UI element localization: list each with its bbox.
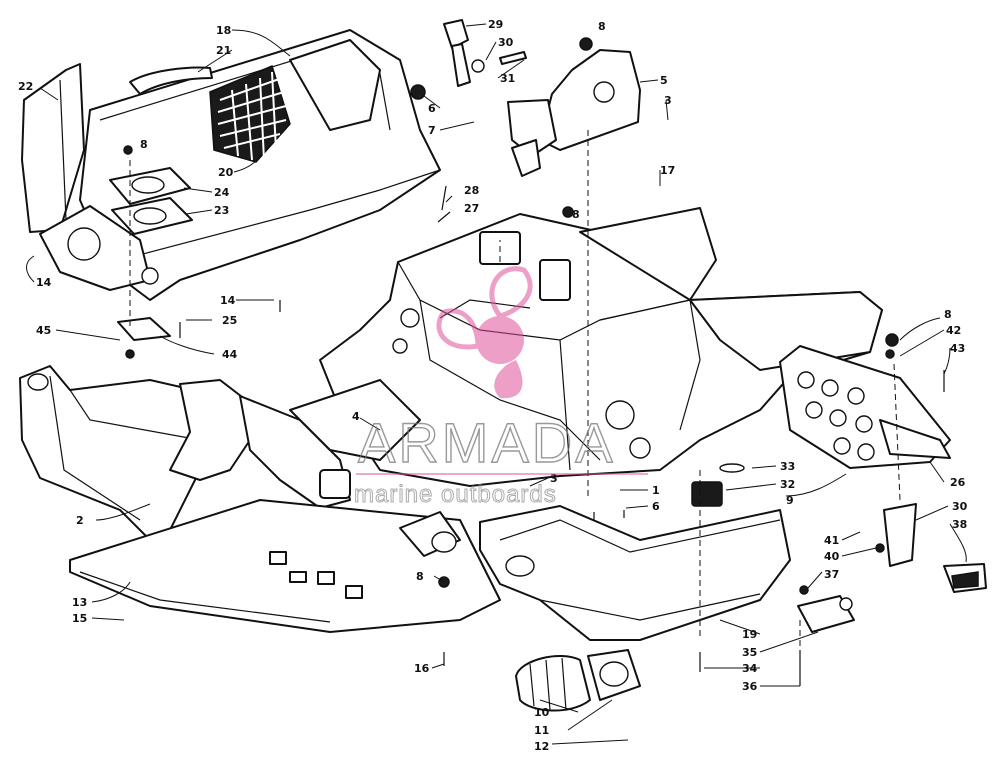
hood-latch [797, 595, 855, 633]
callout-42: 42 [946, 324, 961, 337]
callout-8: 8 [572, 208, 580, 221]
callout-9: 9 [786, 494, 794, 507]
mount-plate [117, 317, 171, 341]
axle-tube [399, 511, 461, 557]
callout-11: 11 [534, 724, 549, 737]
callout-31: 31 [500, 72, 515, 85]
upper-right-bracket [507, 49, 641, 177]
callout-3: 3 [664, 94, 672, 107]
callout-34: 34 [742, 662, 758, 675]
callout-28: 28 [464, 184, 479, 197]
callout-2: 2 [76, 514, 84, 527]
rubber-boot-assembly [515, 649, 641, 712]
callout-leaders [26, 23, 967, 745]
chassis-tunnel [319, 213, 883, 487]
callout-41: 41 [824, 534, 839, 547]
callout-22: 22 [18, 80, 33, 93]
callout-25: 25 [222, 314, 237, 327]
mesh-grill [209, 64, 291, 163]
callout-15: 15 [72, 612, 87, 625]
callout-6: 6 [652, 500, 660, 513]
callout-8: 8 [944, 308, 952, 321]
callout-3: 3 [550, 472, 558, 485]
assembly-guide-lines [129, 130, 901, 650]
callout-21: 21 [216, 44, 231, 57]
callout-40: 40 [824, 550, 840, 563]
rear-tank-cover [479, 505, 791, 641]
callout-17: 17 [660, 164, 675, 177]
callout-32: 32 [780, 478, 795, 491]
callout-16: 16 [414, 662, 430, 675]
callout-1: 1 [652, 484, 660, 497]
grab-handle [129, 66, 213, 95]
callout-8: 8 [140, 138, 148, 151]
callout-13: 13 [72, 596, 87, 609]
callout-27: 27 [464, 202, 479, 215]
callout-12: 12 [534, 740, 549, 753]
callout-26: 26 [950, 476, 966, 489]
callout-24: 24 [214, 186, 230, 199]
callout-30: 30 [952, 500, 968, 513]
left-steering-bracket [21, 63, 159, 291]
callout-45: 45 [36, 324, 51, 337]
callout-36: 36 [742, 680, 758, 693]
callout-18: 18 [216, 24, 231, 37]
callout-33: 33 [780, 460, 795, 473]
callout-labels: 18 21 22 20 8 24 23 14 14 25 45 44 29 30… [18, 18, 968, 753]
callout-29: 29 [488, 18, 503, 31]
callout-23: 23 [214, 204, 229, 217]
callout-8: 8 [598, 20, 606, 33]
callout-6: 6 [428, 102, 436, 115]
callout-4: 4 [352, 410, 360, 423]
front-suspension-arms [169, 379, 421, 509]
callout-44: 44 [222, 348, 238, 361]
tail-light-assembly [883, 503, 987, 593]
tunnel-side-flange [579, 207, 883, 371]
steering-arm-assembly [410, 19, 527, 100]
callout-14: 14 [220, 294, 236, 307]
callout-5: 5 [660, 74, 668, 87]
callout-38: 38 [952, 518, 967, 531]
callout-37: 37 [824, 568, 839, 581]
callout-35: 35 [742, 646, 757, 659]
callout-8: 8 [416, 570, 424, 583]
front-skid-plate [69, 499, 501, 633]
callout-14: 14 [36, 276, 52, 289]
callout-30: 30 [498, 36, 514, 49]
callout-43: 43 [950, 342, 965, 355]
callout-20: 20 [218, 166, 234, 179]
callout-7: 7 [428, 124, 436, 137]
callout-19: 19 [742, 628, 757, 641]
rear-perforated-plate [779, 345, 951, 469]
callout-10: 10 [534, 706, 550, 719]
